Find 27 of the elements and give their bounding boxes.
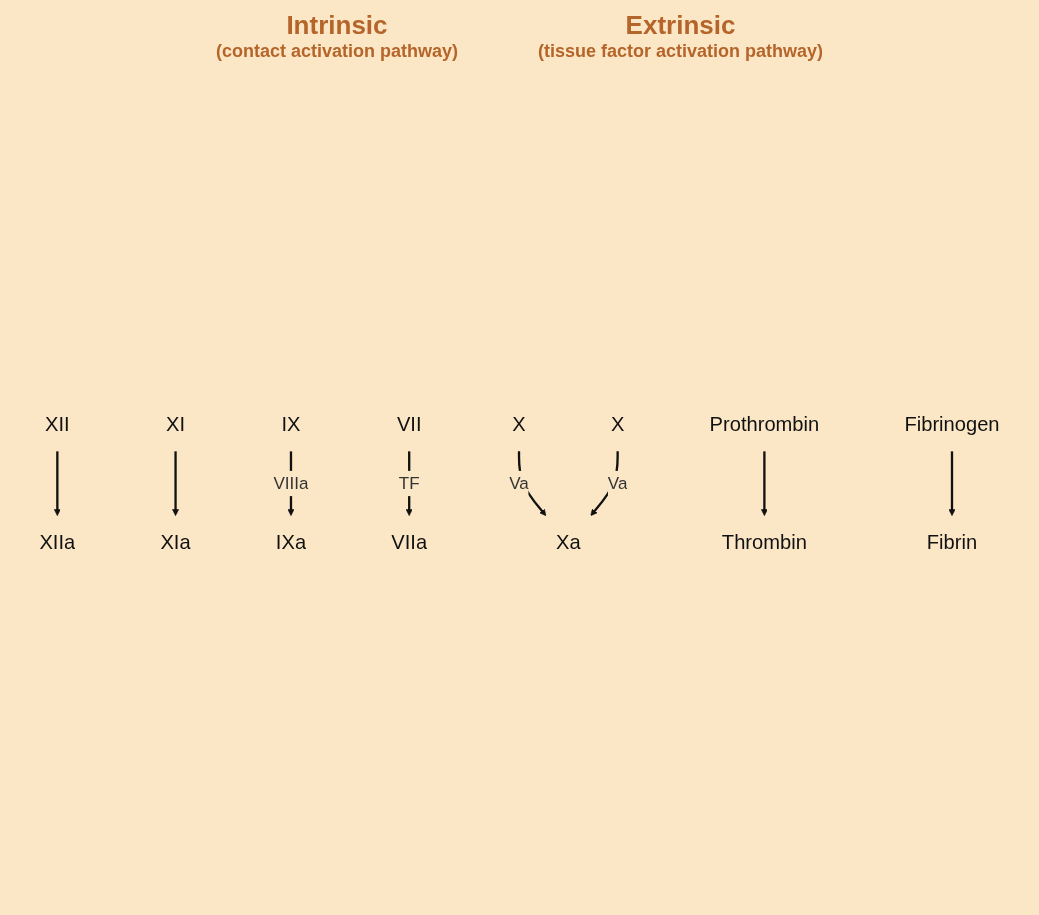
node-text: Xa [556,530,581,554]
node-text: X [610,412,625,436]
node-text: Prothrombin [709,412,820,436]
node-text: XII [45,412,70,436]
node-text: XI [166,412,186,436]
node-text: Fibrin [926,530,978,554]
pathway-subheading: (contact activation pathway) [215,41,458,62]
node-text: VII [396,412,422,436]
pathway-heading: Intrinsic [285,10,389,41]
node-text: X [512,412,526,436]
pathway-heading: Extrinsic [624,10,737,41]
node-text: XIa [160,530,191,554]
arrow [948,451,956,516]
arrow [172,451,179,516]
node-text: VIIa [391,530,428,554]
edge-label: VIIIa [273,473,309,494]
node-text: IX [281,412,301,436]
node-text: XIIa [39,530,76,554]
node-text: Thrombin [721,530,807,554]
edge-label: Va [509,473,529,494]
node-text: Fibrinogen [904,412,1000,436]
node-text: IXa [275,530,307,554]
pathway-subheading: (tissue factor activation pathway) [538,41,824,62]
arrow [761,451,768,516]
edge-label: TF [398,473,420,494]
arrow [53,451,61,516]
edge-label: Va [607,473,628,494]
